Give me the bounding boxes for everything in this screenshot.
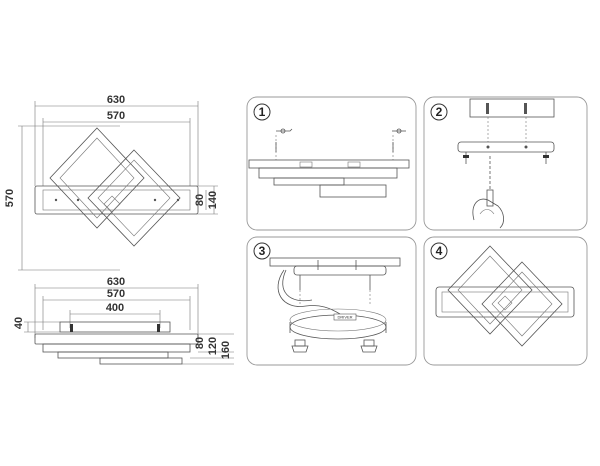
driver-label: DRIVER (337, 315, 352, 320)
step-number-4: 4 (436, 244, 443, 258)
top-view-drawing: 630 570 570 80 140 (4, 94, 219, 271)
step-panel-3: 3 DRIVER (246, 236, 417, 366)
side-view-drawing: 630 570 400 40 80 120 160 (13, 276, 234, 365)
dim-side-overall-width: 630 (107, 276, 125, 288)
dim-top-overall-width: 630 (107, 94, 125, 106)
dim-side-left-height: 40 (13, 317, 25, 329)
dim-top-side-a: 80 (194, 194, 206, 206)
step-number-1: 1 (259, 105, 266, 119)
step-panel-4: 4 (423, 236, 588, 366)
dim-side-h1: 80 (194, 337, 206, 349)
dim-top-inner-width: 570 (107, 110, 125, 122)
step-number-2: 2 (436, 105, 443, 119)
step-panel-2: 2 (423, 96, 588, 231)
dim-side-inner-width: 570 (107, 288, 125, 300)
dim-top-side-b: 140 (207, 191, 219, 209)
dim-side-h2: 120 (207, 337, 219, 355)
step-number-3: 3 (259, 244, 266, 258)
dim-side-bracket-width: 400 (106, 302, 124, 314)
step-panel-1: 1 (246, 96, 417, 231)
dim-top-height: 570 (4, 189, 16, 207)
dim-side-h3: 160 (220, 341, 232, 359)
